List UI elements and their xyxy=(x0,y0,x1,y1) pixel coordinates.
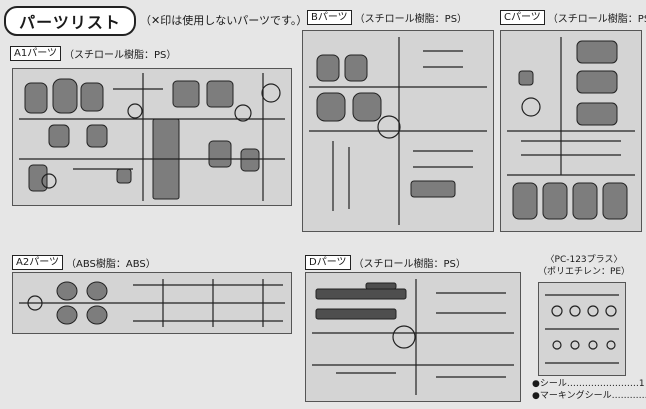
b-material: （スチロール樹脂：PS） xyxy=(354,14,468,25)
d-material: （スチロール樹脂：PS） xyxy=(353,259,466,270)
c-material: （スチロール樹脂：PS） xyxy=(547,14,646,25)
a2-section-label: A2パーツ （ABS樹脂：ABS） xyxy=(12,255,156,270)
pc-section-label: 〈PC-123プラス〉 （ポリエチレン：PE） xyxy=(528,254,640,278)
b-section-label: Bパーツ （スチロール樹脂：PS） xyxy=(307,10,467,25)
accessory-list: ●シール …………………… 1 ●マーキングシール …………… 1 xyxy=(532,378,646,402)
a2-material: （ABS樹脂：ABS） xyxy=(66,259,156,270)
d-sprue-frame xyxy=(305,272,521,402)
legend-row-marking-seal: ●マーキングシール …………… 1 xyxy=(532,390,646,402)
legend-name: ●シール xyxy=(532,379,567,389)
a2-sprue-frame xyxy=(12,272,292,334)
d-sprue-drawing xyxy=(312,279,514,395)
a2-label: A2パーツ xyxy=(12,255,64,270)
b-sprue-frame xyxy=(302,30,494,232)
a1-material: （スチロール樹脂：PS） xyxy=(64,50,177,61)
c-sprue-frame xyxy=(500,30,642,232)
pc-name: 〈PC-123プラス〉 xyxy=(545,255,623,265)
b-sprue-drawing xyxy=(309,37,487,225)
a1-section-label: A1パーツ （スチロール樹脂：PS） xyxy=(10,46,176,61)
c-section-label: Cパーツ （スチロール樹脂：PS） xyxy=(500,10,646,25)
legend-dots: …………… xyxy=(611,391,646,401)
d-label: Dパーツ xyxy=(305,255,351,270)
a2-sprue-drawing xyxy=(19,279,285,327)
d-section-label: Dパーツ （スチロール樹脂：PS） xyxy=(305,255,466,270)
pc-material: （ポリエチレン：PE） xyxy=(537,267,631,277)
page-title: パーツリスト xyxy=(4,6,136,36)
legend-row-seal: ●シール …………………… 1 xyxy=(532,378,645,390)
c-sprue-drawing xyxy=(507,37,635,220)
page-title-text: パーツリスト xyxy=(19,13,121,32)
unused-parts-note: （✕印は使用しないパーツです。） xyxy=(140,14,308,27)
a1-sprue-frame xyxy=(12,68,292,206)
a1-label: A1パーツ xyxy=(10,46,62,61)
pc-sprue-frame xyxy=(538,282,626,376)
legend-name: ●マーキングシール xyxy=(532,391,612,401)
pc-sprue-drawing xyxy=(545,294,619,364)
legend-qty: 1 xyxy=(638,379,645,389)
a1-sprue-drawing xyxy=(19,73,285,201)
b-label: Bパーツ xyxy=(307,10,352,25)
legend-dots: …………………… xyxy=(566,379,639,389)
c-label: Cパーツ xyxy=(500,10,545,25)
